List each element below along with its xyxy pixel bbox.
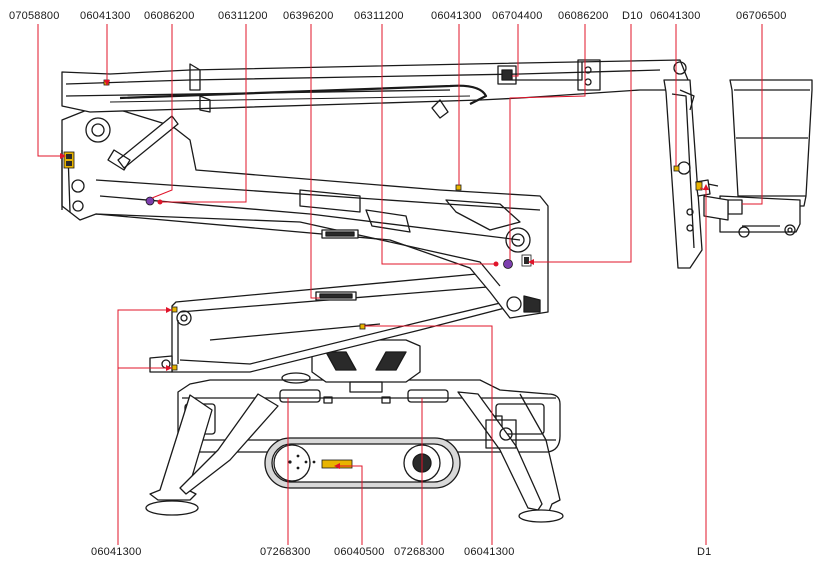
label-06311200-top-a: 06311200 — [218, 10, 268, 22]
label-06040500: 06040500 — [334, 546, 385, 558]
leader-lines — [37, 24, 763, 545]
chassis — [145, 339, 564, 523]
boom-upper — [61, 59, 689, 119]
label-06086200-top-a: 06086200 — [144, 10, 195, 22]
label-07268300-bottom-b: 07268300 — [394, 546, 445, 558]
boom-middle — [61, 107, 549, 319]
label-06041300-top-b: 06041300 — [431, 10, 482, 22]
label-06041300-bottom-a: 06041300 — [91, 546, 142, 558]
label-06311200-top-b: 06311200 — [354, 10, 404, 22]
label-06041300-bottom-b: 06041300 — [464, 546, 515, 558]
label-06041300-top-c: 06041300 — [650, 10, 701, 22]
decal-d1 — [695, 181, 703, 191]
decal-left-2 — [171, 364, 178, 371]
label-07058800: 07058800 — [9, 10, 60, 22]
decal-purple-1 — [145, 196, 155, 206]
label-06086200-top-b: 06086200 — [558, 10, 609, 22]
label-d10: D10 — [622, 10, 643, 22]
decal-mid-1 — [455, 184, 462, 191]
decal-jib-1 — [673, 165, 680, 172]
label-06704400: 06704400 — [492, 10, 543, 22]
label-06041300-top-a: 06041300 — [80, 10, 131, 22]
decal-warning-base — [63, 151, 75, 169]
label-d1: D1 — [697, 546, 712, 558]
label-06706500: 06706500 — [736, 10, 787, 22]
decal-purple-2 — [503, 259, 513, 269]
jib-arm — [663, 79, 719, 269]
basket — [703, 79, 813, 238]
decal-track — [321, 459, 353, 469]
decal-left-1 — [171, 306, 178, 313]
label-06396200: 06396200 — [283, 10, 334, 22]
label-07268300-bottom-a: 07268300 — [260, 546, 311, 558]
